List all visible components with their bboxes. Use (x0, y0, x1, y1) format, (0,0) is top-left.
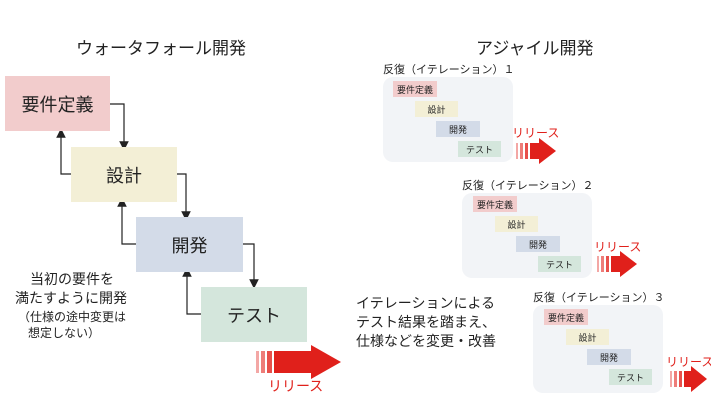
waterfall-requirements-box: 要件定義 (5, 76, 110, 131)
iteration-3-design: 設計 (566, 329, 609, 345)
arrow-dev-to-test (243, 243, 259, 289)
iteration-2-design: 設計 (495, 216, 538, 232)
iteration-1-design: 設計 (415, 101, 458, 117)
waterfall-note-line1: 当初の要件を (30, 272, 114, 288)
agile-note-line1: イテレーションによる (356, 296, 496, 312)
iteration-1-release-label: リリース (512, 126, 560, 140)
waterfall-release-label: リリース (268, 379, 324, 395)
iteration-3-release-label: リリース (666, 355, 711, 369)
arrow-design-back-to-req (56, 128, 71, 175)
waterfall-development-box: 開発 (136, 217, 243, 272)
iteration-2-test: テスト (538, 256, 581, 272)
arrow-design-to-dev (177, 173, 191, 221)
waterfall-design-box: 設計 (71, 147, 177, 202)
waterfall-title: ウォータフォール開発 (76, 39, 246, 59)
iteration-3-label: 反復（イテレーション）３ (533, 291, 665, 304)
arrow-dev-back-to-design (117, 197, 136, 245)
iteration-1-label: 反復（イテレーション）１ (383, 63, 515, 76)
iteration-3-requirements: 要件定義 (544, 309, 588, 325)
iteration-2-development: 開発 (516, 236, 560, 252)
arrow-test-back-to-dev (182, 267, 201, 315)
iteration-3-test: テスト (609, 369, 652, 385)
iteration-2-label: 反復（イテレーション）２ (462, 179, 594, 192)
agile-note-line2: テスト結果を踏まえ、 (356, 315, 496, 331)
agile-release-arrow-3 (670, 366, 707, 392)
waterfall-release-arrow (256, 345, 341, 379)
waterfall-note-sub-line2: 想定しない） (28, 326, 101, 340)
waterfall-note-line2: 満たすように開発 (15, 291, 127, 307)
iteration-1-development: 開発 (436, 121, 480, 137)
arrow-req-to-design (110, 103, 129, 151)
waterfall-test-box: テスト (201, 287, 307, 342)
agile-note-line3: 仕様などを変更・改善 (356, 334, 496, 350)
waterfall-note-sub-line1: （仕様の途中変更は (18, 310, 127, 324)
iteration-1-requirements: 要件定義 (393, 81, 437, 97)
iteration-3-development: 開発 (587, 349, 631, 365)
agile-title: アジャイル開発 (476, 39, 594, 59)
iteration-2-release-label: リリース (594, 240, 642, 254)
agile-release-arrow-1 (516, 138, 556, 164)
iteration-2-requirements: 要件定義 (473, 196, 517, 212)
agile-release-arrow-2 (597, 251, 637, 277)
iteration-1-test: テスト (458, 141, 501, 157)
